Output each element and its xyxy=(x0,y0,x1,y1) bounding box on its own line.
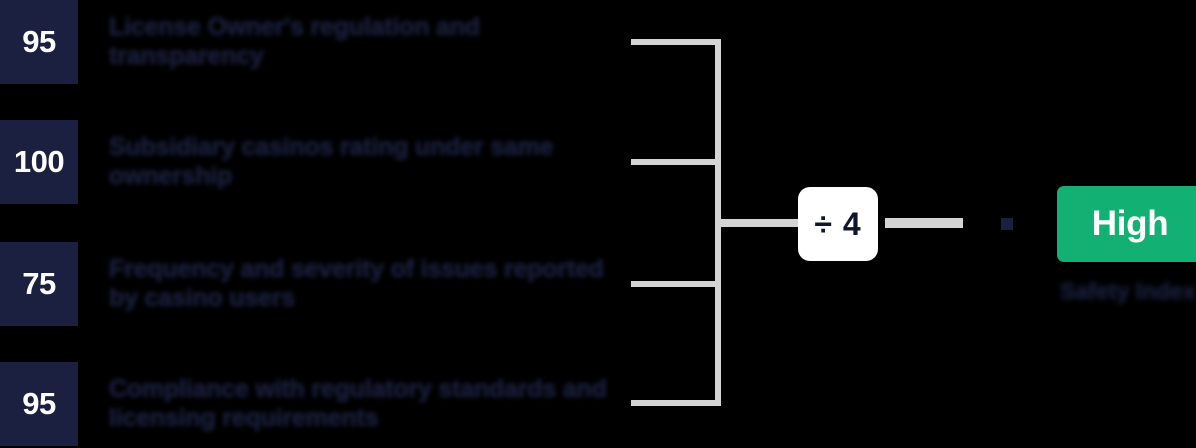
brace-stem xyxy=(715,219,801,227)
divide-operator-box: ÷ 4 xyxy=(798,187,878,261)
result-badge: High xyxy=(1057,186,1196,262)
brace-arm-1 xyxy=(631,39,721,45)
criterion-score-chip: 95 xyxy=(0,362,78,446)
criterion-label: License Owner's regulation and transpare… xyxy=(109,13,480,70)
criterion-label: Compliance with regulatory standards and… xyxy=(109,375,607,432)
criterion-label: Subsidiary casinos rating under same own… xyxy=(109,133,554,190)
brace-arm-2 xyxy=(631,159,721,165)
criterion-score-chip: 95 xyxy=(0,0,78,84)
criterion-row: 75 Frequency and severity of issues repo… xyxy=(0,242,609,326)
brace-arm-4 xyxy=(631,400,721,406)
criterion-label: Frequency and severity of issues reporte… xyxy=(109,255,604,312)
brace-arm-3 xyxy=(631,281,721,287)
criterion-row: 100 Subsidiary casinos rating under same… xyxy=(0,120,609,204)
result-caption: Safety Index xyxy=(1060,278,1196,304)
equals-sign: = xyxy=(1001,218,1013,230)
criterion-score-chip: 75 xyxy=(0,242,78,326)
criterion-row: 95 License Owner's regulation and transp… xyxy=(0,0,609,84)
criterion-row: 95 Compliance with regulatory standards … xyxy=(0,362,609,446)
result-connector-bar xyxy=(885,218,963,228)
criterion-score-chip: 100 xyxy=(0,120,78,204)
